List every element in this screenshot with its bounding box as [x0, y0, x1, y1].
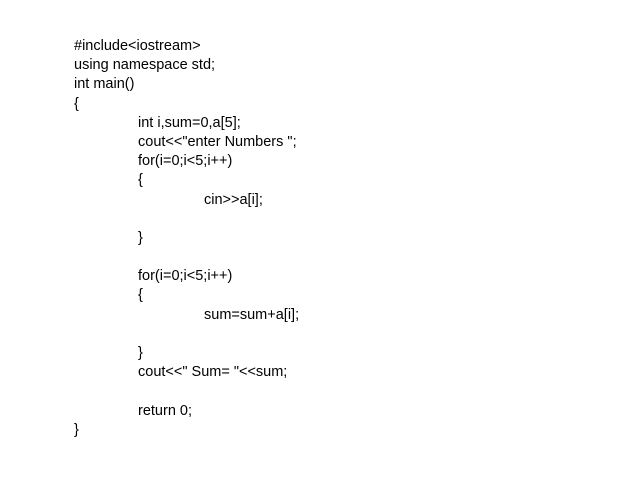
code-line-3: int main() [74, 76, 135, 93]
code-line-16 [74, 325, 299, 344]
code-line-5: int i,sum=0,a[5]; [138, 114, 241, 131]
code-line-6: cout<<"enter Numbers "; [138, 133, 297, 150]
code-line-10 [74, 210, 299, 229]
code-line-19 [74, 382, 299, 401]
code-line-14: { [138, 287, 143, 304]
code-line-11: } [138, 229, 143, 246]
code-line-9: cin>>a[i]; [204, 191, 263, 208]
code-line-18: cout<<" Sum= "<<sum; [138, 364, 288, 381]
code-line-2: using namespace std; [74, 57, 216, 74]
code-line-20: return 0; [138, 402, 192, 419]
code-line-17: } [138, 345, 143, 361]
code-line-8: { [138, 172, 143, 189]
code-line-13: for(i=0;i<5;i++) [138, 268, 233, 285]
code-line-1: #include<iostream> [74, 38, 201, 54]
code-line-4: { [74, 95, 79, 112]
code-line-21: } [74, 421, 79, 438]
code-listing: #include<iostream> using namespace std; … [74, 37, 299, 440]
code-line-12 [74, 248, 299, 267]
code-line-15: sum=sum+a[i]; [204, 306, 300, 323]
code-line-7: for(i=0;i<5;i++) [138, 153, 233, 170]
